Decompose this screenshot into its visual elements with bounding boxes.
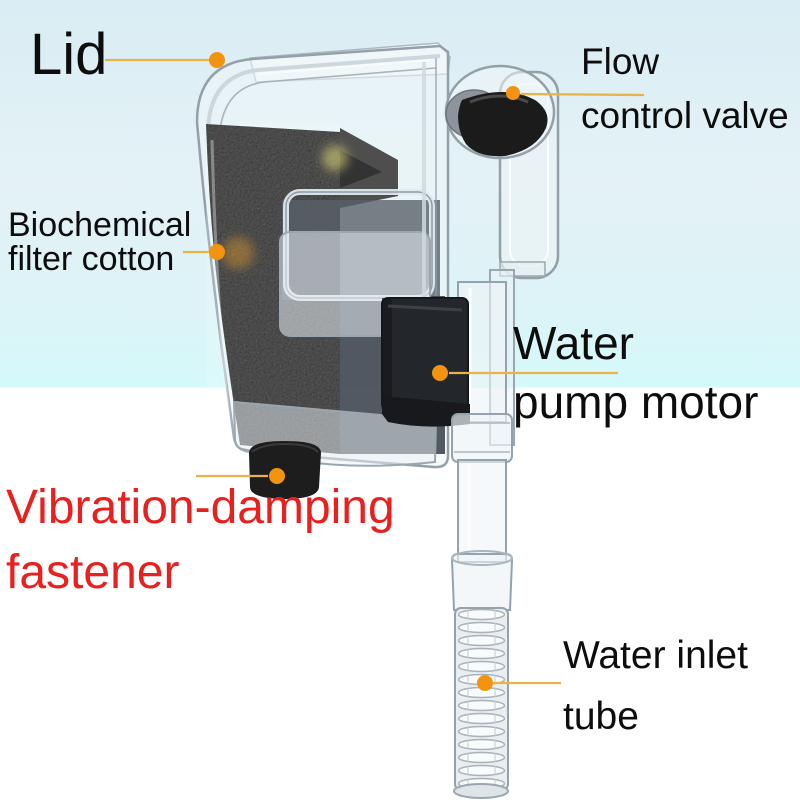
- hang-on-back-filter: [195, 42, 560, 799]
- leader-dot-glow: [222, 237, 254, 269]
- valve-knob-highlight: [469, 94, 529, 104]
- label-vib-line1: Vibration-damping: [6, 481, 395, 534]
- flow-control-valve-knob: [458, 92, 548, 157]
- label-pump-line1: Water: [513, 317, 634, 369]
- leader-dot-fastener: [269, 468, 285, 484]
- leader-dot-flow-valve: [506, 86, 520, 100]
- lid-rim-contour: [206, 54, 441, 135]
- label-vib-line2: fastener: [6, 546, 180, 599]
- inlet-tube-coupling: [451, 413, 513, 463]
- label-water-inlet-tube: Water inlet tube: [563, 625, 748, 747]
- label-inlet-line1: Water inlet: [563, 634, 748, 677]
- inlet-strainer: [454, 607, 509, 791]
- vibration-damping-fastener: [249, 441, 321, 499]
- leader-lines: [105, 58, 645, 685]
- label-bio-line2: filter cotton: [8, 240, 175, 278]
- leader-dot-pump-motor: [432, 365, 448, 381]
- motor-bottom-lip: [382, 396, 470, 427]
- label-flow-line1: Flow: [581, 41, 660, 82]
- inlet-tube-mid: [457, 459, 507, 563]
- water-pump-motor: [381, 297, 469, 411]
- label-bio-line1: Biochemical: [8, 206, 192, 244]
- leader-dot-inlet-tube: [477, 675, 493, 691]
- leader-dot-lid: [209, 52, 225, 68]
- label-flow-control-valve: Flow control valve: [581, 35, 789, 143]
- motor-side-shade: [382, 298, 392, 410]
- fastener-top-highlight: [251, 442, 319, 453]
- lid-reflection: [257, 59, 431, 75]
- strainer-bottom-cap: [453, 783, 509, 799]
- label-pump-line2: pump motor: [513, 376, 759, 428]
- label-biochemical-filter-cotton: Biochemical filter cotton: [8, 208, 191, 276]
- sponge-glare: [322, 145, 348, 171]
- sponge-mound-shadow: [340, 150, 382, 188]
- label-water-pump-motor: Water pump motor: [513, 314, 758, 432]
- bell-rim: [451, 550, 513, 566]
- label-flow-line2: control valve: [581, 95, 789, 136]
- leader-dots: [209, 52, 520, 691]
- leader-line-flow-valve: [520, 92, 645, 97]
- label-inlet-line2: tube: [563, 695, 639, 738]
- motor-top-sheen: [387, 304, 463, 312]
- label-vibration-damping-fastener: Vibration-damping fastener: [6, 475, 395, 605]
- body-reflection: [210, 139, 232, 431]
- label-lid: Lid: [30, 22, 108, 87]
- leader-dot-filter-cotton: [209, 244, 225, 260]
